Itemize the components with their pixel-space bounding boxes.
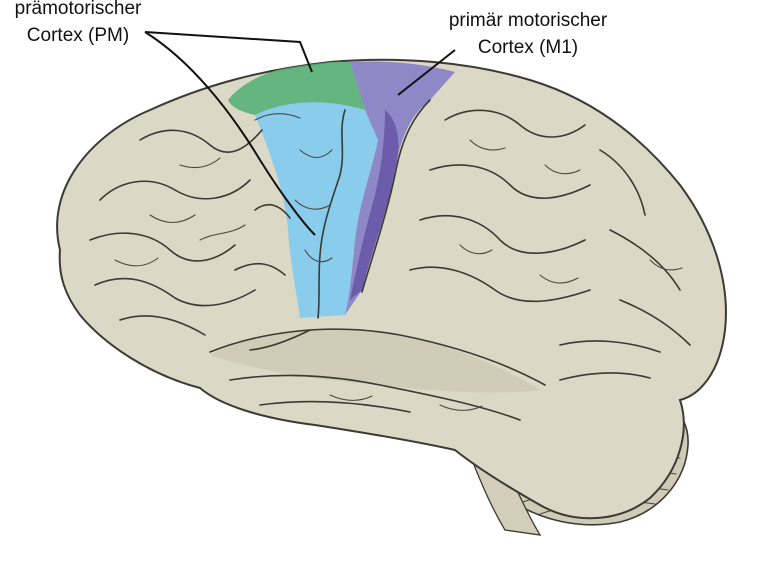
temporal-shadow bbox=[210, 327, 540, 393]
labels: prämotorischer Cortex (PM) primär motori… bbox=[15, 0, 608, 58]
motor-label-line2: Cortex (M1) bbox=[478, 37, 578, 58]
premotor-label-line1: prämotorischer bbox=[15, 0, 142, 19]
leader-lines bbox=[144, 31, 456, 236]
premotor-green-area bbox=[228, 61, 365, 115]
cortical-areas bbox=[228, 61, 455, 319]
motor-dark-strip bbox=[350, 110, 399, 300]
pm-leader-to-green bbox=[144, 31, 313, 73]
motor-label-line1: primär motorischer bbox=[449, 10, 608, 31]
m1-leader bbox=[397, 49, 456, 96]
premotor-blue-area bbox=[255, 102, 378, 319]
pm-leader-to-blue bbox=[144, 31, 316, 236]
premotor-label-line2: Cortex (PM) bbox=[27, 25, 129, 46]
gyri-lines bbox=[89, 99, 691, 421]
